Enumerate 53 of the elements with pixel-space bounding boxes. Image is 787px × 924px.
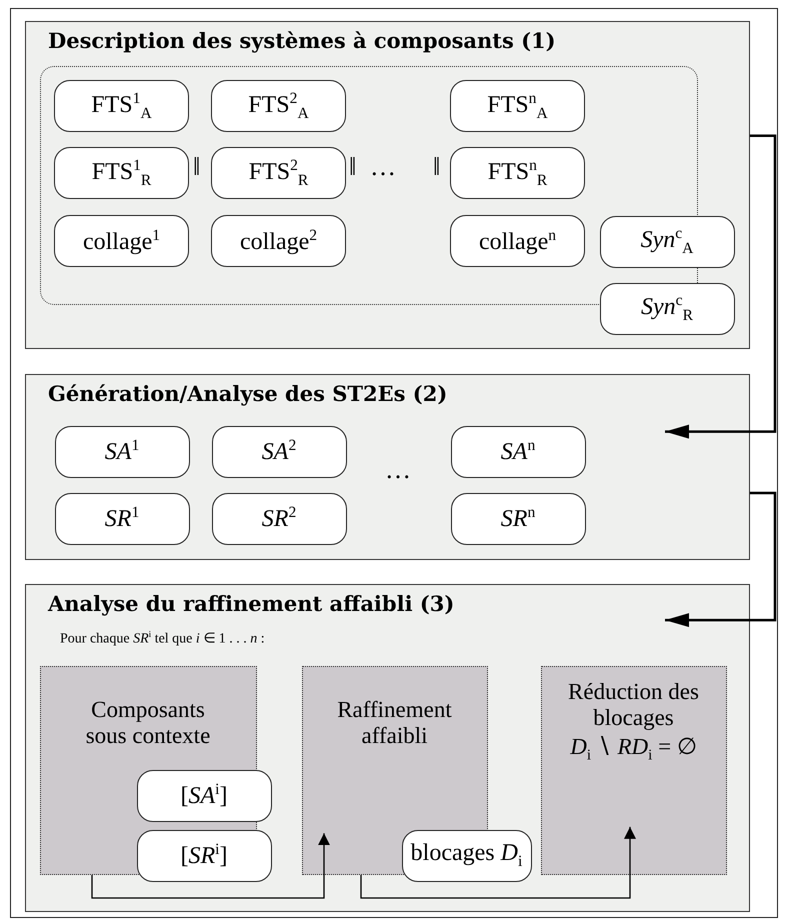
node-label: SR$^{n}$ [500, 504, 536, 533]
node-label: SR$^{2}$ [262, 504, 296, 533]
state-box [212, 492, 346, 544]
node-label: collage$^{2}$ [240, 226, 318, 256]
process-label: Composants sous contexte [84, 696, 212, 748]
state-box [450, 147, 585, 199]
section-panel [25, 21, 750, 349]
node-label: collage$^{1}$ [82, 226, 160, 256]
node-label: [SR$^{i}$] [180, 841, 228, 870]
separator-mark: ‖ [193, 152, 200, 182]
state-box [450, 492, 586, 544]
panel-heading: Description des systèmes à composants (1) [48, 28, 556, 53]
arrow [91, 833, 330, 899]
state-box [600, 282, 734, 334]
state-box [211, 215, 346, 267]
state-box [600, 216, 734, 268]
arrow [360, 826, 636, 899]
note-text: Pour chaque SR$^{i}$ tel que i ∈ 1 . . . n : [60, 629, 265, 648]
state-box [54, 215, 189, 267]
node-label: [SA$^{i}$] [180, 781, 228, 810]
state-box [211, 147, 346, 199]
state-box [136, 830, 272, 882]
separator-mark: ‖ [349, 152, 356, 182]
node-label: SA$^{2}$ [262, 437, 296, 466]
node-label: blocages D$_{i}$ [410, 840, 522, 871]
process-label: D$_{i}$ ∖ RD$_{i}$ = ∅ [569, 732, 698, 764]
node-label: SA$^{n}$ [500, 437, 536, 466]
state-box [212, 426, 346, 478]
ellipsis: … [385, 455, 411, 485]
state-box [54, 80, 189, 132]
separator-mark: ‖ [433, 152, 440, 182]
state-box [211, 80, 346, 132]
arrow [665, 492, 776, 628]
node-label: SA$^{1}$ [104, 437, 140, 466]
state-box [54, 147, 189, 199]
state-box [402, 830, 532, 882]
process-label: Raffinement affaibli [336, 696, 453, 748]
state-box [136, 770, 272, 822]
section-panel [25, 374, 750, 560]
state-box [450, 215, 585, 267]
process-box [540, 666, 726, 874]
state-box [54, 426, 190, 478]
section-panel [25, 584, 750, 912]
ellipsis: … [370, 152, 396, 182]
arrow [665, 134, 776, 439]
panel-heading: Génération/Analyse des ST2Es (2) [48, 381, 448, 406]
state-box [450, 426, 586, 478]
node-label: collage$^{n}$ [478, 226, 556, 256]
node-label: SR$^{1}$ [104, 504, 140, 533]
state-box [450, 80, 585, 132]
panel-heading: Analyse du raffinement affaibli (3) [48, 591, 454, 616]
process-label: Réduction des blocages [567, 678, 700, 730]
state-box [54, 492, 190, 544]
